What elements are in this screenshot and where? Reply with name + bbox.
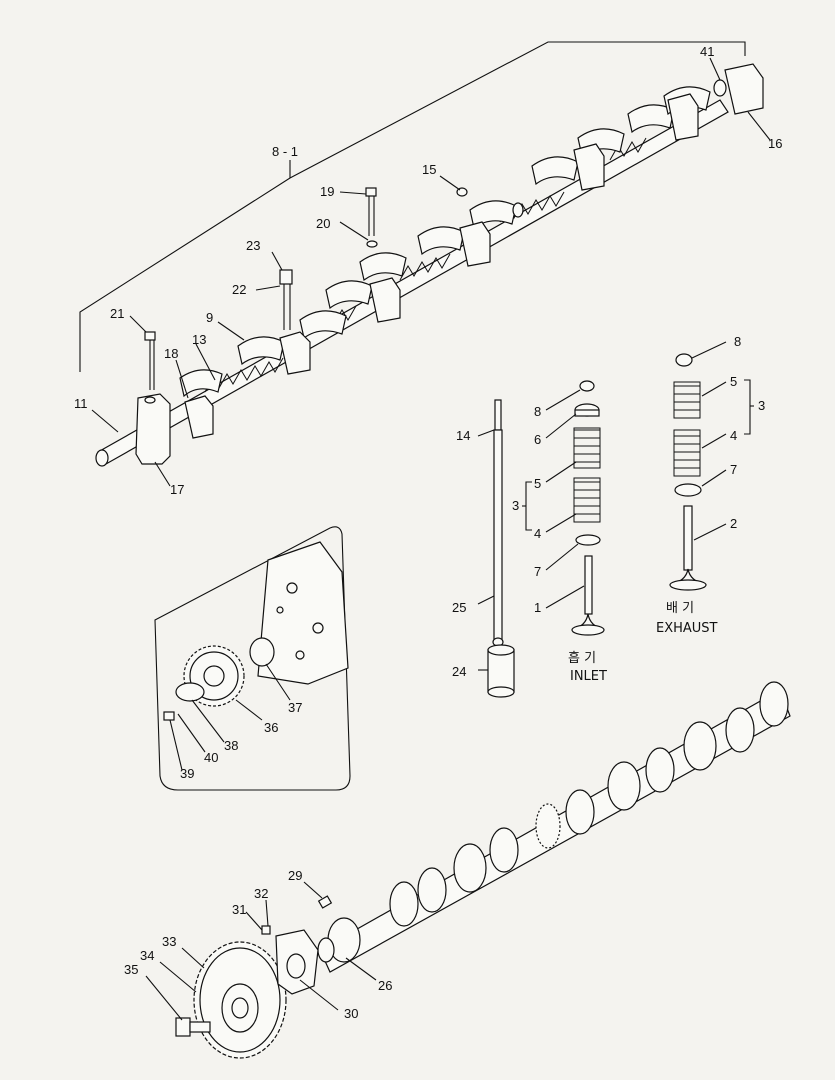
label-exhaust-7: 7 — [730, 462, 737, 477]
label-11: 11 — [74, 396, 88, 411]
tappet — [487, 644, 515, 698]
inlet-caption: INLET — [570, 669, 607, 684]
label-35: 35 — [124, 962, 138, 977]
rocker-assembly-bracket — [79, 41, 746, 372]
label-exhaust-8: 8 — [734, 334, 741, 349]
label-34: 34 — [140, 948, 154, 963]
label-20: 20 — [316, 216, 330, 231]
label-15: 15 — [422, 162, 436, 177]
label-36: 36 — [264, 720, 278, 735]
label-13: 13 — [192, 332, 206, 347]
label-25: 25 — [452, 600, 466, 615]
label-41: 41 — [700, 44, 714, 59]
shaft-plug — [512, 79, 727, 218]
inset-panel — [154, 526, 351, 791]
label-32: 32 — [254, 886, 268, 901]
label-exhaust-5: 5 — [730, 374, 737, 389]
label-30: 30 — [344, 1006, 358, 1021]
leader-lines-pushrod — [477, 429, 495, 671]
label-8-1: 8 - 1 — [272, 144, 298, 159]
inlet-valve-parts — [571, 380, 605, 636]
camshaft-gear — [175, 895, 333, 1059]
label-31: 31 — [232, 902, 246, 917]
label-16: 16 — [768, 136, 782, 151]
label-29: 29 — [288, 868, 302, 883]
exhaust-valve-parts — [669, 353, 707, 591]
valve-captions: 흡 기 INLET 배 기 EXHAUST — [568, 601, 718, 684]
leader-lines-camshaft — [145, 881, 377, 1021]
label-18: 18 — [164, 346, 178, 361]
label-23: 23 — [246, 238, 260, 253]
label-22: 22 — [232, 282, 246, 297]
label-17: 17 — [170, 482, 184, 497]
label-inlet-6: 6 — [534, 432, 541, 447]
label-19: 19 — [320, 184, 334, 199]
label-40: 40 — [204, 750, 218, 765]
label-inlet-5: 5 — [534, 476, 541, 491]
label-inlet-8: 8 — [534, 404, 541, 419]
inlet-korean-caption: 흡 기 — [568, 651, 596, 666]
label-exhaust-2: 2 — [730, 516, 737, 531]
part-labels: 8 - 1 41 16 15 19 20 23 22 21 9 13 18 11… — [74, 44, 782, 1021]
label-39: 39 — [180, 766, 194, 781]
leader-lines-inset — [169, 663, 291, 771]
label-14: 14 — [456, 428, 470, 443]
rocker-supports — [135, 63, 764, 465]
leader-lines-rocker — [91, 57, 771, 487]
label-inlet-4: 4 — [534, 526, 541, 541]
label-26: 26 — [378, 978, 392, 993]
bolts-and-screws — [144, 187, 468, 404]
camshaft — [317, 681, 791, 973]
label-24: 24 — [452, 664, 466, 679]
label-37: 37 — [288, 700, 302, 715]
label-inlet-3: 3 — [512, 498, 519, 513]
exhaust-korean-caption: 배 기 — [666, 601, 694, 616]
push-rod — [492, 399, 504, 647]
label-inlet-1: 1 — [534, 600, 541, 615]
label-33: 33 — [162, 934, 176, 949]
leader-lines-inlet — [522, 389, 585, 609]
exhaust-caption: EXHAUST — [656, 621, 718, 636]
label-21: 21 — [110, 306, 124, 321]
leader-lines-exhaust — [691, 341, 754, 541]
label-inlet-7: 7 — [534, 564, 541, 579]
label-38: 38 — [224, 738, 238, 753]
label-exhaust-3: 3 — [758, 398, 765, 413]
label-9: 9 — [206, 310, 213, 325]
label-exhaust-4: 4 — [730, 428, 737, 443]
